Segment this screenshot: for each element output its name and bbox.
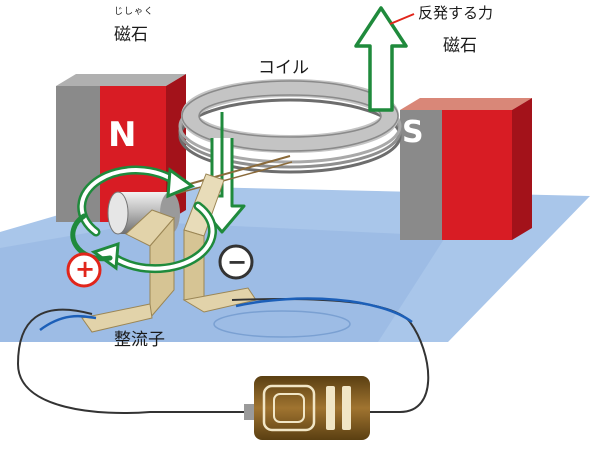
rotation-arrows-icon bbox=[70, 165, 218, 274]
wire-circuit bbox=[16, 297, 430, 415]
magnet-left-ruby: じしゃく bbox=[114, 7, 155, 17]
magnet-right-label: 磁石 bbox=[443, 36, 477, 56]
up-arrow-icon bbox=[354, 6, 408, 112]
base-plate-shade bbox=[0, 222, 446, 342]
south-pole-label: S bbox=[402, 115, 424, 150]
positive-sign: + bbox=[75, 255, 96, 283]
magnet-right bbox=[400, 98, 532, 240]
battery bbox=[244, 376, 370, 440]
magnet-left-label: 磁石 bbox=[114, 25, 148, 45]
coil bbox=[178, 79, 402, 174]
coil-label: コイル bbox=[258, 58, 309, 78]
north-pole-label: N bbox=[108, 115, 137, 155]
force-label: 反発する力 bbox=[418, 4, 494, 22]
commutator-label: 整流子 bbox=[114, 330, 165, 350]
negative-terminal bbox=[218, 244, 254, 280]
negative-sign: − bbox=[227, 248, 248, 276]
positive-terminal bbox=[66, 252, 102, 288]
force-label-leader bbox=[389, 13, 415, 25]
